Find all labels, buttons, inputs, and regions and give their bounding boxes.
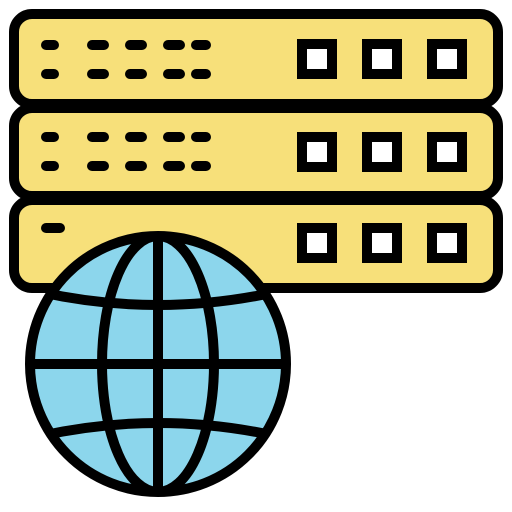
globe-icon xyxy=(25,231,291,497)
indicator-light xyxy=(297,132,337,172)
indicator-light xyxy=(362,132,402,172)
server-unit-body xyxy=(9,103,503,201)
server-unit-body xyxy=(9,9,503,109)
server-unit-1 xyxy=(9,9,503,109)
globe-outline xyxy=(25,231,291,497)
vent-dashes xyxy=(41,40,211,79)
indicator-light xyxy=(427,223,467,263)
indicator-light xyxy=(427,132,467,172)
indicator-light xyxy=(427,39,467,79)
indicator-light xyxy=(362,39,402,79)
indicator-light xyxy=(297,39,337,79)
vent-dashes xyxy=(41,132,211,171)
indicator-light xyxy=(297,223,337,263)
globe-parallel-north xyxy=(35,287,281,310)
server-unit-2 xyxy=(9,103,503,201)
indicator-light xyxy=(362,223,402,263)
globe-parallel-south xyxy=(35,418,281,441)
